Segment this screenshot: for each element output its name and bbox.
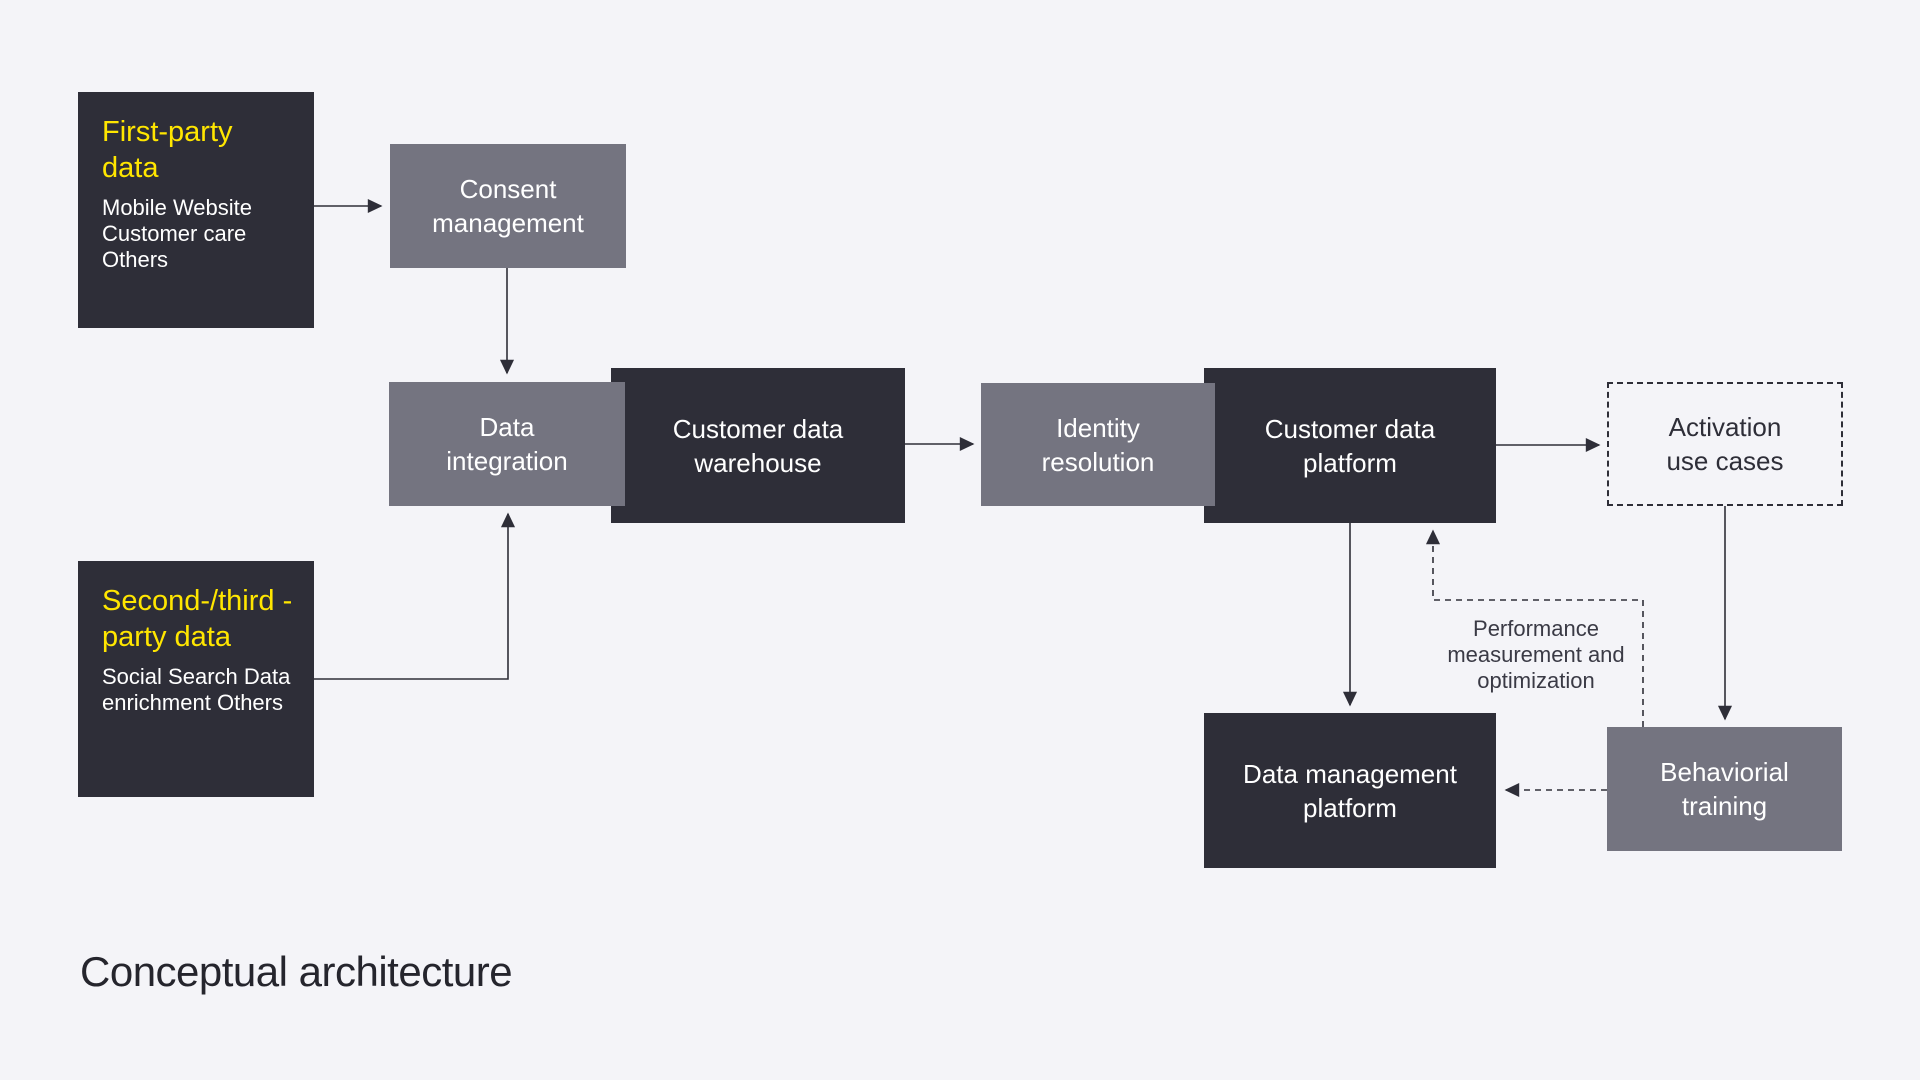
arrow-secondthird-to-integration [314,512,516,680]
first-party-data-box: First-party data Mobile Website Customer… [78,92,314,328]
box-label-line: platform [1303,447,1397,478]
box-label-line: Customer data [1264,413,1436,444]
source-item: Others [216,690,283,715]
second-third-heading-line: -party data [102,585,293,653]
first-party-heading-line: data [102,152,159,184]
note-line: optimization [1477,668,1595,693]
first-party-heading-line: First-party [102,116,233,148]
box-label-line: warehouse [694,447,822,478]
second-third-heading: Second-/third -party data [102,583,294,655]
box-label-line: resolution [1041,446,1155,477]
source-item: Customer care [102,221,247,246]
first-party-items: Mobile Website Customer care Others [102,195,294,273]
source-item: Others [102,247,169,272]
source-item: Website [172,195,253,220]
box-label-line: Customer data [672,413,844,444]
note-line: Performance [1473,616,1599,641]
data-integration-box: Data integration [389,382,625,506]
identity-resolution-box: Identity resolution [981,383,1215,506]
box-label-line: Data management [1243,758,1457,789]
customer-data-platform-box: Customer data platform [1204,368,1496,523]
note-line: measurement and [1447,642,1625,667]
data-management-platform-box: Data management platform [1204,713,1496,868]
dashed-arrow-behaviorial-to-cdp [1425,529,1644,727]
source-item: Data enrichment [102,664,291,715]
diagram-title: Conceptual architecture [80,948,513,995]
source-item: Mobile [102,195,167,220]
second-third-party-data-box: Second-/third -party data Social Search … [78,561,314,797]
box-label-line: Activation [1668,412,1782,442]
second-third-heading-line: Second-/third [102,585,275,617]
box-label-line: integration [446,446,568,476]
activation-use-cases-box: Activation use cases [1607,382,1843,506]
first-party-heading: First-party data [102,114,294,186]
box-label-line: Data [479,412,535,442]
box-label-line: Behaviorial [1660,757,1789,787]
box-label-line: use cases [1666,446,1784,476]
box-label-line: platform [1303,792,1397,823]
performance-measurement-note: Performance measurement and optimization [1405,616,1667,694]
source-item: Search [168,664,238,689]
source-item: Social [102,664,162,689]
consent-management-box: Consent management [390,144,626,268]
box-label-line: management [432,208,584,238]
customer-data-warehouse-box: Customer data warehouse [611,368,905,523]
box-label-line: training [1681,791,1768,821]
box-label-line: Identity [1056,412,1140,443]
box-label-line: Consent [459,174,557,204]
second-third-items: Social Search Data enrichment Others [102,664,294,716]
behaviorial-training-box: Behaviorial training [1607,727,1842,851]
